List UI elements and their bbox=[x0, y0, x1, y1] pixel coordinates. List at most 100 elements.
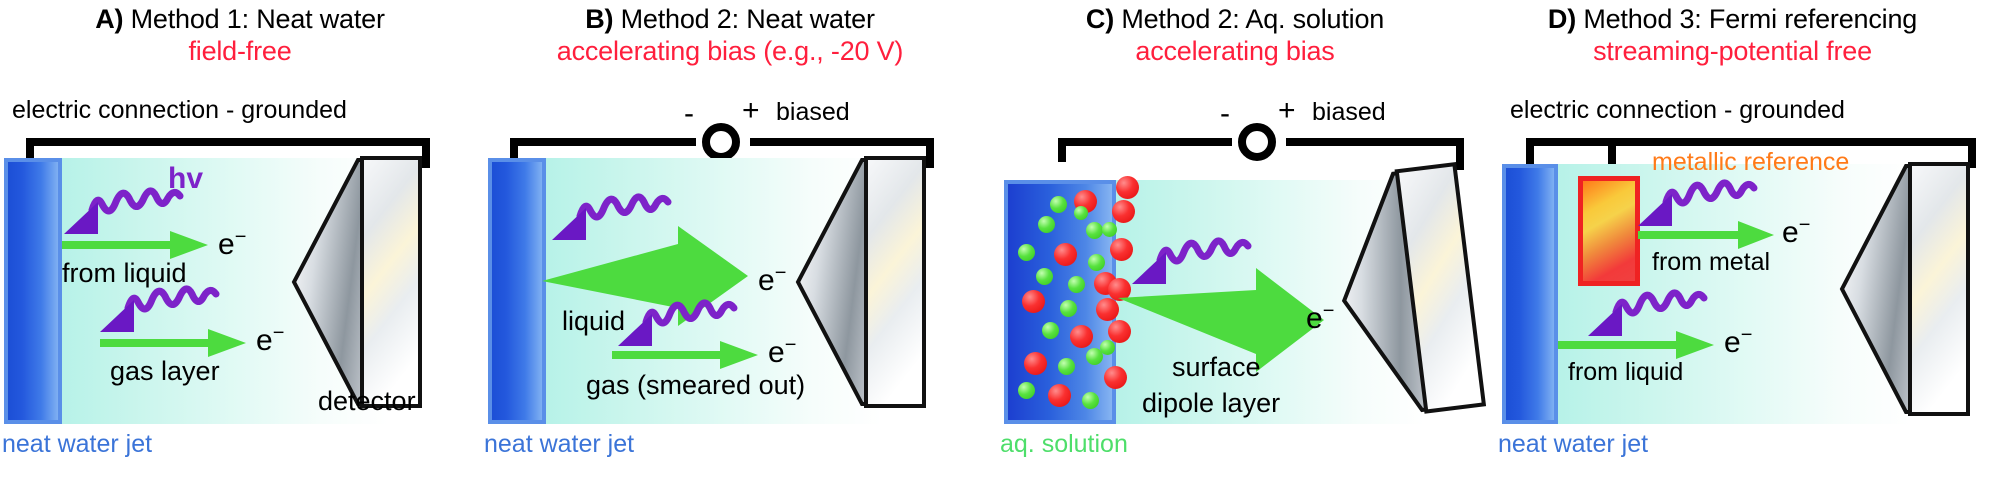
panel-a-title-text: Method 1: Neat water bbox=[130, 4, 385, 34]
ion-green bbox=[1088, 254, 1105, 271]
panel-d-electron-arrow-2-icon bbox=[1558, 331, 1714, 359]
ion-red bbox=[1116, 176, 1139, 199]
panel-a-jet-label: neat water jet bbox=[2, 430, 153, 458]
ion-red bbox=[1054, 243, 1077, 266]
panel-d-liquid-jet bbox=[1502, 164, 1558, 424]
panel-d-detector-icon bbox=[1839, 162, 1970, 416]
panel-d-letter: D) bbox=[1547, 4, 1577, 34]
ion-red bbox=[1108, 278, 1131, 301]
panel-b-battery-plus: + bbox=[742, 94, 760, 127]
panel-d-arrow-label-1: from metal bbox=[1652, 248, 1771, 276]
panel-b-electron-arrow-wide-icon bbox=[542, 226, 748, 326]
panel-c-detector-icon bbox=[1341, 162, 1487, 414]
ion-green bbox=[1060, 300, 1077, 317]
panel-a-wire-right bbox=[422, 138, 430, 168]
panel-a-letter: A) bbox=[95, 4, 124, 34]
panel-c-title-text: Method 2: Aq. solution bbox=[1121, 4, 1385, 34]
panel-c-battery-minus: - bbox=[1220, 97, 1230, 130]
ion-green bbox=[1042, 322, 1059, 339]
panel-b-battery-icon bbox=[702, 123, 740, 161]
panel-c-wire-right bbox=[1456, 138, 1464, 170]
panel-d-electron-label-2: e− bbox=[1724, 324, 1753, 359]
ion-red bbox=[1048, 384, 1071, 407]
panel-d: D) Method 3: Fermi referencing streaming… bbox=[1470, 0, 1995, 479]
ion-red bbox=[1108, 320, 1131, 343]
ion-green bbox=[1018, 382, 1035, 399]
panel-c-battery-plus: + bbox=[1278, 94, 1296, 127]
panel-b-circuit-label: biased bbox=[776, 98, 850, 126]
panel-a-detector-label: detector bbox=[318, 386, 416, 416]
panel-b-electron-label-1: e− bbox=[758, 262, 787, 297]
panel-a-title: A) Method 1: Neat water bbox=[0, 4, 480, 35]
panel-b-letter: B) bbox=[585, 4, 614, 34]
panel-c-electron-arrow-wide-icon bbox=[1118, 268, 1324, 372]
panel-c-wire-left-seg bbox=[1058, 138, 1232, 146]
panel-b-detector-icon bbox=[795, 156, 926, 408]
ion-green bbox=[1036, 268, 1053, 285]
panel-a-liquid-jet bbox=[4, 158, 62, 424]
panel-b: B) Method 2: Neat water accelerating bia… bbox=[480, 0, 980, 479]
ion-green bbox=[1082, 392, 1099, 409]
panel-d-subtitle: streaming-potential free bbox=[1593, 36, 1872, 66]
panel-a-electron-label-1: e− bbox=[218, 226, 247, 261]
panel-a-electron-arrow-2-icon bbox=[100, 329, 246, 357]
ion-green bbox=[1050, 196, 1067, 213]
panel-b-battery-minus: - bbox=[684, 97, 694, 130]
ion-red bbox=[1110, 238, 1133, 261]
panel-b-electron-arrow-2-icon bbox=[612, 341, 758, 369]
panel-a-photon-wave-2-icon bbox=[100, 285, 220, 332]
panel-a-electron-arrow-1-icon bbox=[62, 231, 208, 259]
panel-d-wire-jet-drop bbox=[1526, 138, 1534, 168]
panel-b-wire-left bbox=[510, 138, 518, 162]
panel-d-photon-wave-2-icon bbox=[1588, 289, 1708, 336]
panel-a-detector-icon bbox=[291, 156, 422, 408]
panel-c-arrow-label-line2: dipole layer bbox=[1142, 388, 1281, 418]
panel-a-subtitle: field-free bbox=[188, 36, 292, 66]
panel-d-jet-label: neat water jet bbox=[1498, 430, 1649, 458]
panel-d-electron-label-1: e− bbox=[1782, 214, 1811, 249]
panel-c-wire-right-seg bbox=[1286, 138, 1464, 146]
panel-b-arrow-label-2: gas (smeared out) bbox=[586, 370, 806, 400]
ion-green bbox=[1086, 222, 1103, 239]
panel-b-title: B) Method 2: Neat water bbox=[480, 4, 980, 35]
panel-c-circuit-label: biased bbox=[1312, 98, 1386, 126]
panel-d-wire-top bbox=[1526, 138, 1976, 146]
panel-b-title-text: Method 2: Neat water bbox=[620, 4, 875, 34]
panel-b-wire-right-seg bbox=[750, 138, 934, 146]
panel-a-arrow-label-1: from liquid bbox=[62, 258, 187, 288]
panel-b-wire-right bbox=[926, 138, 934, 168]
panel-d-metal-label: metallic reference bbox=[1652, 148, 1850, 176]
ion-green bbox=[1058, 358, 1075, 375]
panel-c-jet-label: aq. solution bbox=[1000, 430, 1128, 458]
ion-red bbox=[1022, 290, 1045, 313]
panel-b-subtitle: accelerating bias (e.g., -20 V) bbox=[556, 36, 904, 66]
panel-c-arrow-label-line1: surface bbox=[1172, 352, 1261, 382]
panel-b-photon-wave-1-icon bbox=[552, 193, 672, 240]
panel-a-circuit-label: electric connection - grounded bbox=[12, 96, 347, 124]
panel-c-title: C) Method 2: Aq. solution bbox=[990, 4, 1480, 35]
panel-d-circuit-label: electric connection - grounded bbox=[1510, 96, 1845, 124]
panel-d-wire-right bbox=[1968, 138, 1976, 168]
ion-green bbox=[1068, 276, 1085, 293]
panel-c-wire-left bbox=[1058, 138, 1066, 162]
panel-d-metallic-reference-block bbox=[1578, 176, 1640, 286]
ion-green bbox=[1100, 340, 1115, 355]
panel-c-photon-wave-icon bbox=[1132, 237, 1252, 284]
panel-a-electron-label-2: e− bbox=[256, 322, 285, 357]
panel-b-arrow-label-1: liquid bbox=[562, 306, 626, 336]
panel-c: C) Method 2: Aq. solution accelerating b… bbox=[990, 0, 1487, 479]
panel-b-photon-wave-2-icon bbox=[618, 299, 738, 346]
panel-a-wire-left bbox=[26, 138, 34, 162]
panel-a-photon-wave-1-icon bbox=[64, 187, 184, 234]
ion-green bbox=[1074, 206, 1088, 220]
ion-red bbox=[1070, 325, 1093, 348]
ion-green bbox=[1038, 216, 1055, 233]
panel-c-electron-label: e− bbox=[1306, 300, 1335, 335]
ion-green bbox=[1086, 348, 1103, 365]
panel-b-wire-left-seg bbox=[510, 138, 696, 146]
panel-c-subtitle: accelerating bias bbox=[1135, 36, 1335, 66]
panel-b-liquid-jet bbox=[488, 158, 546, 424]
panel-b-jet-label: neat water jet bbox=[484, 430, 635, 458]
panel-d-photon-wave-1-icon bbox=[1638, 179, 1758, 226]
